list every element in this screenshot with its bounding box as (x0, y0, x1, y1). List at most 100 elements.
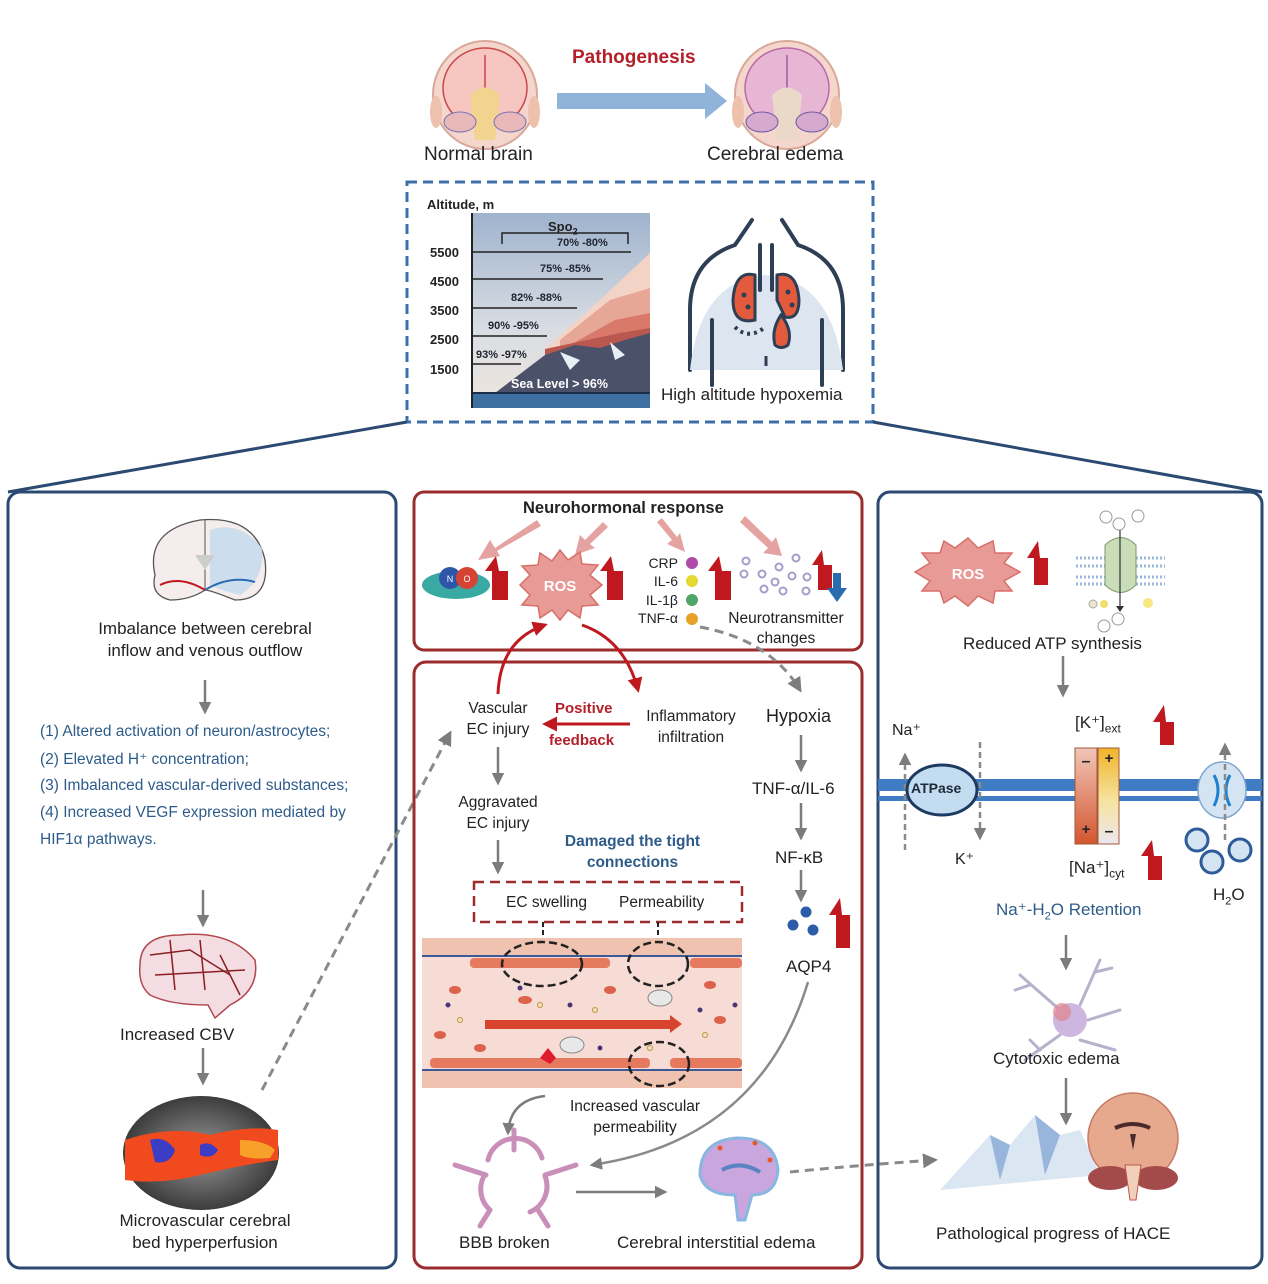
increased-cbv-brain-illustration (138, 933, 257, 1020)
loop-arrow-to-inflammation (581, 623, 643, 693)
hyperperfusion-label: Microvascular cerebral bed hyperperfusio… (119, 1211, 291, 1252)
permeability-label: Permeability (619, 894, 705, 911)
svg-text:–: – (1105, 823, 1114, 840)
aqp4-icon (787, 906, 819, 936)
ros-starburst-center: ROS (518, 548, 604, 622)
aquaporin-icon (1184, 742, 1253, 875)
feedback-label: feedback (549, 732, 615, 749)
spo2-range: 82% -88% (511, 292, 562, 304)
k-plus-label: K⁺ (955, 851, 975, 868)
altitude-axis-title: Altitude, m (427, 197, 495, 212)
altitude-tick: 5500 (430, 245, 459, 260)
dashed-arrow-to-hypoxia (699, 625, 802, 693)
inflow-outflow-brain-illustration (152, 518, 267, 601)
tnfa-dot (686, 613, 698, 625)
hypoxemia-label: High altitude hypoxemia (661, 385, 843, 404)
svg-text:O: O (463, 574, 470, 584)
k-ext-label: [K⁺]ext (1075, 713, 1121, 736)
cytotoxic-edema-label: Cytotoxic edema (993, 1049, 1120, 1068)
mechanism-list-item: (1) Altered activation of neuron/astrocy… (40, 723, 331, 740)
h2o-label: H2O (1213, 885, 1245, 908)
increase-arrows (485, 541, 1174, 948)
mechanism-list-item: (2) Elevated H⁺ concentration; (40, 751, 249, 768)
spo2-range: 75% -85% (540, 263, 591, 275)
arrow-aqp4-to-bbb (589, 981, 810, 1170)
neurohormonal-panel-frame (412, 490, 864, 652)
bbb-broken-icon (452, 1127, 579, 1229)
svg-text:ROS: ROS (952, 566, 985, 583)
mechanism-list-item: (4) Increased VEGF expression mediated b… (40, 804, 346, 821)
inflammatory-infiltration-label: Inflammatory infiltration (646, 708, 736, 746)
atpase-pump-icon (898, 742, 987, 850)
pathogenesis-arrow (557, 83, 727, 119)
dashed-arrow-perfusion-to-ec (260, 730, 452, 1091)
hypoxia-label: Hypoxia (766, 706, 832, 726)
neurohormonal-arrows (478, 516, 782, 560)
crp-dot (686, 557, 698, 569)
damaged-tight-connections-label: Damaged the tight connections (564, 833, 701, 871)
atpase-label: ATPase (911, 780, 962, 796)
nitric-oxide-molecule-icon: N O (422, 567, 490, 599)
doppler-ultrasound-image (123, 1096, 279, 1210)
neurohormonal-title: Neurohormonal response (523, 499, 724, 517)
increased-permeability-label: Increased vascular permeability (569, 1098, 701, 1136)
altitude-tick: 3500 (430, 303, 459, 318)
altitude-tick: 4500 (430, 274, 459, 289)
svg-text:N: N (447, 574, 454, 584)
svg-text:–: – (1082, 753, 1091, 770)
altitude-mountain-chart (471, 213, 650, 408)
spo2-range: 93% -97% (476, 349, 527, 361)
mechanism-list-item: (3) Imbalanced vascular-derived substanc… (40, 777, 349, 794)
interstitial-edema-label: Cerebral interstitial edema (617, 1233, 816, 1252)
loop-arrow-to-ros (496, 621, 548, 695)
svg-text:ROS: ROS (544, 578, 577, 595)
il1b-dot (686, 594, 698, 606)
pathway-panel-frame (412, 660, 864, 1270)
ros-starburst-right: ROS (913, 537, 1022, 607)
blood-vessel-illustration (422, 938, 742, 1088)
arrow-to-bbb (502, 1094, 546, 1136)
normal-brain-label: Normal brain (424, 144, 533, 165)
svg-text:+: + (1082, 821, 1091, 838)
cytokine-label: IL-6 (653, 573, 678, 589)
atp-synthase-icon (1076, 509, 1165, 633)
spo2-range: 90% -95% (488, 320, 539, 332)
ec-swelling-label: EC swelling (506, 894, 587, 911)
neurotransmitter-vesicles (739, 553, 812, 596)
positive-label: Positive (555, 700, 613, 717)
vascular-ec-injury-label: Vascular EC injury (466, 700, 530, 738)
altitude-box-frame (405, 180, 875, 424)
na-cyt-label: [Na⁺]cyt (1069, 858, 1125, 881)
na-h2o-retention-label: Na⁺-H2O Retention (996, 900, 1142, 923)
pathogenesis-title: Pathogenesis (572, 47, 696, 68)
cerebral-edema-label: Cerebral edema (707, 144, 844, 165)
altitude-tick: 2500 (430, 332, 459, 347)
aggravated-ec-injury-label: Aggravated EC injury (458, 794, 538, 832)
pathway-arrows (491, 735, 808, 903)
hace-progress-label: Pathological progress of HACE (936, 1224, 1171, 1243)
normal-brain-illustration (430, 40, 540, 150)
neurotransmitter-label: Neurotransmitter changes (728, 610, 844, 647)
sagittal-brain-illustration (698, 1136, 780, 1222)
membrane-potential-channel: – + + – (1074, 747, 1120, 845)
connector-right (872, 420, 1263, 494)
right-panel-frame (876, 490, 1264, 1270)
imbalance-heading: Imbalance between cerebral inflow and ve… (98, 619, 312, 660)
il6-dot (686, 575, 698, 587)
left-panel-frame (6, 490, 398, 1270)
hace-brain-illustration (1087, 1092, 1179, 1201)
svg-text:+: + (1105, 750, 1114, 767)
tnf-il6-label: TNF-α/IL-6 (752, 779, 835, 798)
aqp4-label: AQP4 (786, 957, 832, 976)
bbb-broken-label: BBB broken (459, 1233, 550, 1252)
sea-level-label: Sea Level > 96% (511, 377, 608, 391)
altitude-tick: 1500 (430, 362, 459, 377)
connector-left (7, 420, 408, 494)
cytokine-label: IL-1β (645, 592, 678, 608)
dashed-arrow-to-hace (789, 1153, 938, 1174)
reduced-atp-label: Reduced ATP synthesis (963, 634, 1142, 653)
decrease-arrow (827, 573, 847, 602)
lungs-hypoxemia-icon (688, 218, 845, 387)
mountain-icon (940, 1115, 1100, 1190)
